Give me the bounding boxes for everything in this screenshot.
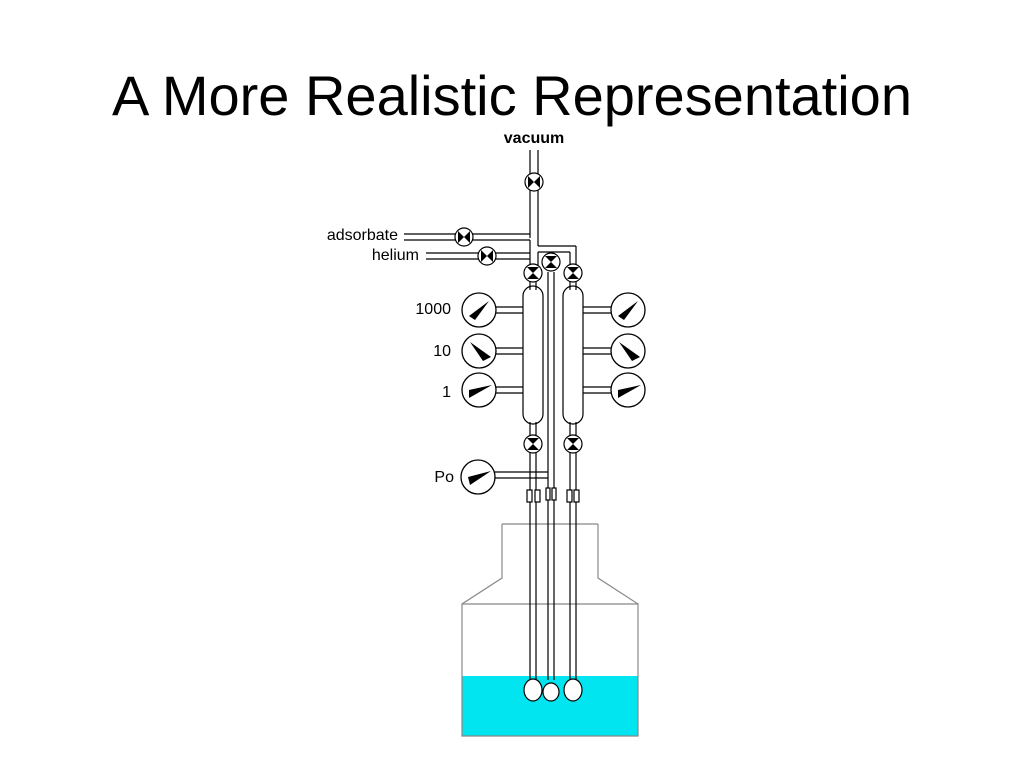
valve-vacuum-icon[interactable] <box>524 172 544 192</box>
vacuum-line <box>529 150 539 246</box>
dewar-neck <box>461 524 639 737</box>
gauge-connections <box>494 306 612 479</box>
valve-center-top-icon[interactable] <box>541 252 561 272</box>
label-gauge-po: Po <box>434 469 454 486</box>
gauge-left-1-icon <box>461 372 497 408</box>
label-vacuum: vacuum <box>504 130 564 147</box>
valve-helium-icon[interactable] <box>477 246 497 266</box>
valve-right-top-icon[interactable] <box>563 263 583 283</box>
tube-couplings <box>526 487 580 503</box>
label-gauge-10: 10 <box>433 343 451 360</box>
slide-title: A More Realistic Representation <box>112 64 912 127</box>
gauge-po-icon <box>460 459 496 495</box>
label-gauge-1000: 1000 <box>415 301 451 318</box>
dewar-flask <box>461 523 639 737</box>
valve-left-top-icon[interactable] <box>523 263 543 283</box>
valve-adsorbate-icon[interactable] <box>454 227 474 247</box>
valve-right-bottom-icon[interactable] <box>563 434 583 454</box>
label-helium: helium <box>372 247 419 264</box>
gauge-left-1000-icon <box>461 292 497 328</box>
gauge-right-10-icon <box>610 333 646 369</box>
valve-left-bottom-icon[interactable] <box>523 434 543 454</box>
center-reference-tube <box>542 272 560 702</box>
right-sample-tube <box>562 280 584 702</box>
left-sample-tube <box>522 280 544 702</box>
gauge-left-10-icon <box>461 333 497 369</box>
gauge-right-1000-icon <box>610 292 646 328</box>
gauge-right-1-icon <box>610 372 646 408</box>
label-adsorbate: adsorbate <box>327 227 398 244</box>
label-gauge-1: 1 <box>442 384 451 401</box>
